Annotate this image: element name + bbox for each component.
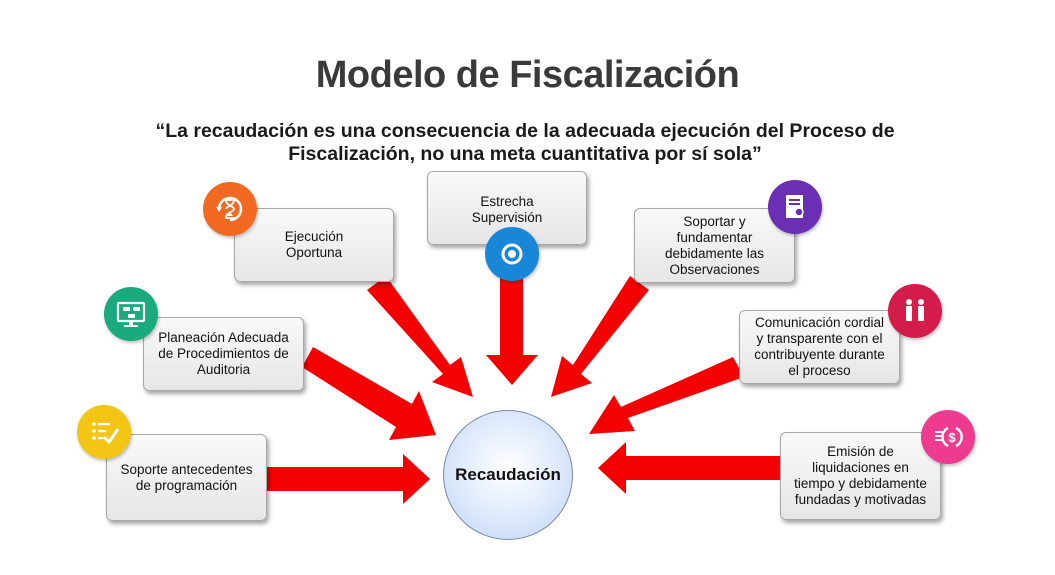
certificate-document-icon [768, 180, 822, 234]
node-planeacion-adecuada: Planeación Adecuada de Procedimientos de… [143, 317, 304, 391]
node-soportar-observaciones: Soportar y fundamentar debidamente las O… [634, 208, 795, 283]
people-icon [888, 284, 942, 338]
flowchart-monitor-icon [104, 287, 158, 341]
node-label: Estrecha Supervisión [471, 194, 543, 225]
arrow-comunicacion [589, 357, 744, 434]
checklist-icon [77, 405, 131, 459]
center-label: Recaudación [455, 465, 561, 484]
node-emision-liquidaciones: Emisión de liquidaciones en tiempo y deb… [780, 432, 941, 520]
node-label: Soportar y fundamentar debidamente las O… [664, 213, 765, 277]
node-label: Ejecución Oportuna [284, 229, 344, 260]
money-icon: $ [921, 410, 975, 464]
node-soporte-antecedentes: Soporte antecedentes de programación [106, 434, 267, 521]
hourglass-icon [203, 182, 257, 236]
eye-icon [485, 227, 539, 281]
arrow-soporte [266, 454, 430, 504]
diagram-title: Modelo de Fiscalización [315, 54, 740, 96]
svg-text:$: $ [948, 430, 956, 445]
node-label: Comunicación cordial y transparente con … [754, 315, 885, 378]
node-label: Soporte antecedentes de programación [120, 461, 253, 493]
node-label: Planeación Adecuada de Procedimientos de… [158, 330, 289, 377]
arrow-emision [598, 442, 782, 494]
arrow-supervision [486, 278, 538, 385]
node-label: Emisión de liquidaciones en tiempo y deb… [794, 444, 927, 507]
arrow-ejecucion [367, 276, 473, 397]
node-ejecucion-oportuna: Ejecución Oportuna [234, 208, 394, 282]
arrow-soportar [551, 276, 649, 397]
center-recaudacion: Recaudación [443, 410, 573, 540]
quote-text: “La recaudación es una consecuencia de l… [155, 120, 895, 165]
arrow-planeacion [302, 347, 436, 440]
node-comunicacion-cordial: Comunicación cordial y transparente con … [739, 310, 900, 384]
